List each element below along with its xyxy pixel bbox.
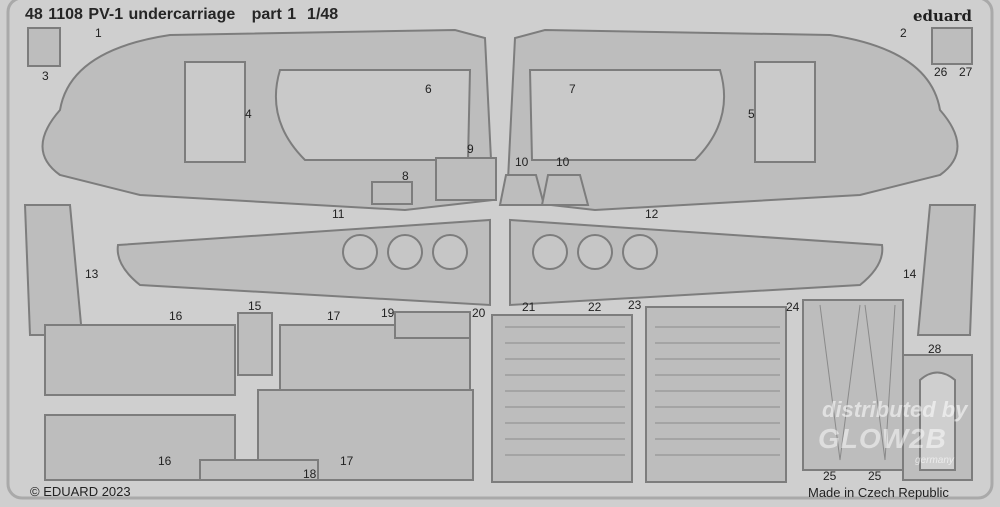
part-label: 17 <box>327 309 341 323</box>
part-11 <box>116 218 491 307</box>
part-19 <box>394 311 471 339</box>
part-label: 25 <box>823 469 837 483</box>
part-21-22 <box>491 314 633 483</box>
part-label: 27 <box>959 65 973 79</box>
part-17b <box>257 389 474 481</box>
part-10b <box>540 174 590 206</box>
fret-title: 48 1108 PV-1 undercarriage part 1 1/48 <box>25 6 339 23</box>
part-label: 9 <box>467 142 474 156</box>
part-label: 5 <box>748 107 755 121</box>
watermark-logo: GLOW2B <box>818 423 947 454</box>
part-9 <box>435 157 497 201</box>
part-label: 17 <box>340 454 354 468</box>
part-15 <box>237 312 273 376</box>
brand-logo: eduard <box>912 7 972 25</box>
part-16a <box>44 324 236 396</box>
part-label: 21 <box>522 300 536 314</box>
part-13 <box>23 204 84 336</box>
watermark-distributed: distributed by <box>822 397 968 422</box>
part-label: 24 <box>786 300 800 314</box>
part-label: 8 <box>402 169 409 183</box>
watermark-country: germany <box>915 455 954 466</box>
part-label: 3 <box>42 69 49 83</box>
part-label: 22 <box>588 300 602 314</box>
part-label: 1 <box>95 26 102 40</box>
part-label: 2 <box>900 26 907 40</box>
part-26-27 <box>931 27 973 65</box>
part-14 <box>916 204 977 336</box>
part-label: 10 <box>556 155 570 169</box>
part-label: 18 <box>303 467 317 481</box>
part-23-24 <box>645 306 787 483</box>
part-label: 11 <box>332 207 345 221</box>
part-label: 15 <box>248 299 262 313</box>
part-label: 12 <box>645 207 659 221</box>
part-label: 10 <box>515 155 529 169</box>
part-8 <box>371 181 413 205</box>
copyright: © EDUARD 2023 <box>30 484 131 499</box>
part-label: 14 <box>903 267 917 281</box>
origin-text: Made in Czech Republic <box>808 485 949 500</box>
part-label: 16 <box>158 454 172 468</box>
part-label: 19 <box>381 306 395 320</box>
part-18 <box>199 459 319 481</box>
part-label: 28 <box>928 342 942 356</box>
part-12 <box>509 218 884 307</box>
part-label: 7 <box>569 82 576 96</box>
part-label: 13 <box>85 267 99 281</box>
part-label: 16 <box>169 309 183 323</box>
part-label: 25 <box>868 469 882 483</box>
part-label: 4 <box>245 107 252 121</box>
part-label: 20 <box>472 306 486 320</box>
part-10a <box>498 174 546 206</box>
part-label: 26 <box>934 65 948 79</box>
part-label: 23 <box>628 298 642 312</box>
part-3 <box>27 27 61 67</box>
part-label: 6 <box>425 82 432 96</box>
